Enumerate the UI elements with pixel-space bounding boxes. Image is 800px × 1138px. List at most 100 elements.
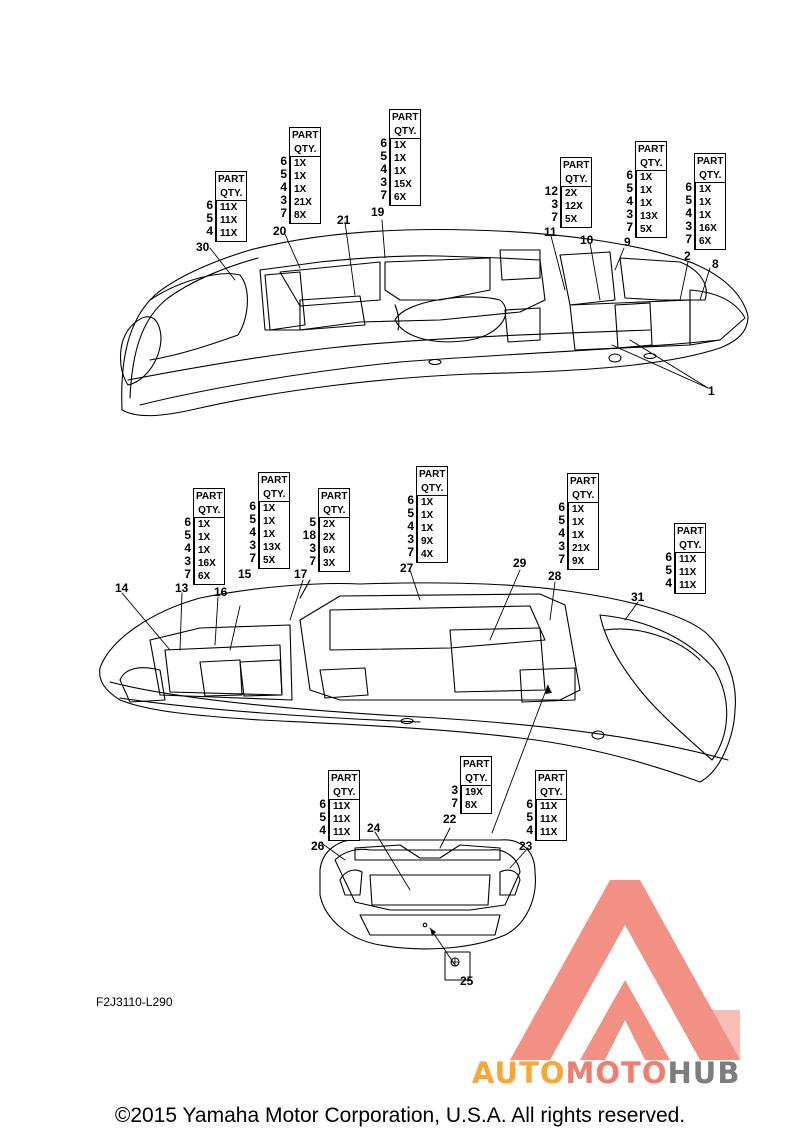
qty-value: 16X (198, 558, 216, 569)
part-number: 3 (451, 783, 458, 797)
table-header-part: PART (677, 526, 704, 537)
table-header-qty: QTY. (294, 144, 317, 155)
qty-value: 15X (394, 179, 412, 190)
callout-11: 11 (544, 225, 557, 239)
part-number: 5 (626, 181, 633, 195)
part-number: 3 (380, 175, 387, 189)
table-header-qty: QTY. (198, 505, 221, 516)
callout-22: 22 (443, 812, 457, 826)
callout-16: 16 (214, 585, 228, 599)
callout-27: 27 (400, 561, 414, 575)
qty-value: 1X (294, 171, 307, 182)
part-number: 7 (558, 552, 565, 566)
table-header-qty: QTY. (263, 489, 286, 500)
table-header-part: PART (321, 491, 348, 502)
table-header-qty: QTY. (323, 505, 346, 516)
qty-value: 6X (394, 192, 407, 203)
bottom-deck-drawing (99, 579, 736, 783)
part-number: 4 (665, 576, 672, 590)
callout-23: 23 (519, 839, 533, 853)
table-header-qty: QTY. (640, 158, 663, 169)
qty-value: 11X (333, 814, 351, 825)
qty-value: 12X (565, 201, 583, 212)
leader-arrow-22 (545, 685, 552, 694)
part-number: 7 (280, 206, 287, 220)
qty-value: 19X (465, 787, 483, 798)
qty-value: 11X (679, 580, 697, 591)
part-number: 7 (407, 545, 414, 559)
qty-value: 11X (220, 215, 238, 226)
qty-value: 1X (421, 497, 434, 508)
qty-value: 1X (421, 510, 434, 521)
qty-value: 9X (572, 556, 585, 567)
table-header-qty: QTY. (540, 787, 563, 798)
callout-29: 29 (513, 556, 527, 570)
callout-13: 13 (175, 581, 189, 595)
part-number: 5 (206, 211, 213, 225)
table-header-qty: QTY. (421, 483, 444, 494)
qty-value: 1X (572, 504, 585, 515)
part-number: 6 (526, 797, 533, 811)
part-number: 6 (380, 136, 387, 150)
table-header-part: PART (563, 160, 590, 171)
qty-value: 13X (263, 542, 281, 553)
table-header-part: PART (463, 759, 490, 770)
table-header-part: PART (638, 144, 665, 155)
part-number: 5 (249, 512, 256, 526)
part-number: 7 (309, 554, 316, 568)
qty-value: 1X (640, 185, 653, 196)
table-header-part: PART (292, 130, 319, 141)
callout-9: 9 (624, 235, 631, 249)
qty-value: 4X (421, 549, 434, 560)
table-header-qty: QTY. (465, 773, 488, 784)
qty-value: 1X (394, 140, 407, 151)
qty-value: 6X (323, 545, 336, 556)
copyright-notice: ©2015 Yamaha Motor Corporation, U.S.A. A… (114, 1104, 686, 1127)
part-number: 5 (665, 563, 672, 577)
qty-value: 21X (294, 197, 312, 208)
part-number: 4 (407, 519, 414, 533)
table-header-qty: QTY. (565, 174, 588, 185)
callout-15: 15 (238, 567, 252, 581)
qty-value: 1X (263, 516, 276, 527)
part-number: 3 (249, 538, 256, 552)
qty-value: 1X (294, 158, 307, 169)
part-number: 5 (184, 528, 191, 542)
callout-28: 28 (548, 569, 562, 583)
screw-drawing (444, 951, 471, 981)
qty-value: 11X (333, 827, 351, 838)
qty-value: 1X (263, 529, 276, 540)
qty-value: 1X (572, 517, 585, 528)
qty-value: 1X (572, 530, 585, 541)
part-number: 6 (206, 198, 213, 212)
qty-value: 1X (394, 153, 407, 164)
qty-value: 2X (323, 532, 336, 543)
qty-value: 16X (699, 223, 717, 234)
table-header-part: PART (261, 475, 288, 486)
part-number: 5 (380, 149, 387, 163)
qty-value: 1X (294, 184, 307, 195)
callout-31: 31 (631, 590, 645, 604)
